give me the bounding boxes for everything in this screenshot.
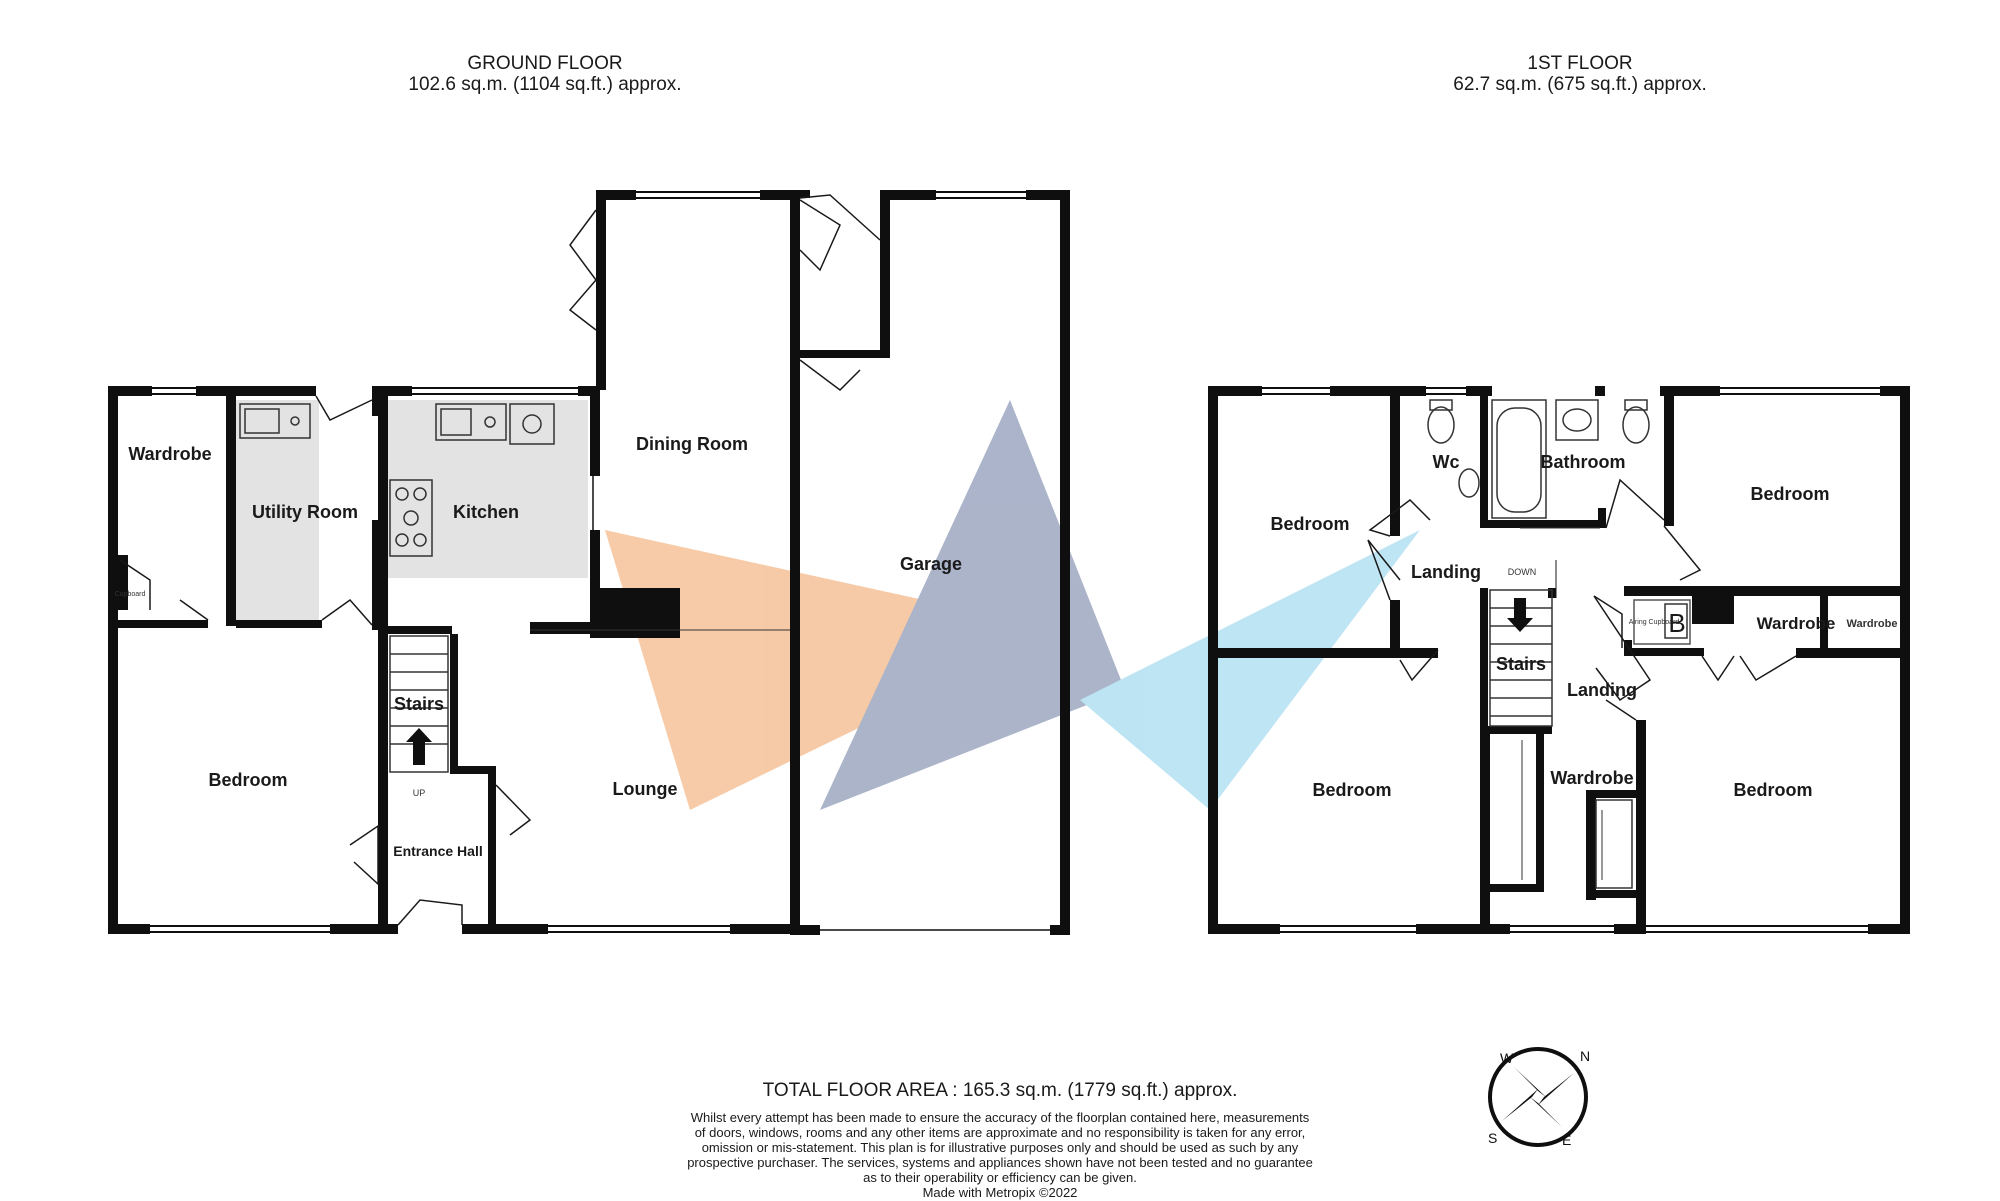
hob-icon — [389, 479, 433, 557]
ground-floor-header: GROUND FLOOR 102.6 sq.m. (1104 sq.ft.) a… — [345, 53, 745, 95]
total-floor-area: TOTAL FLOOR AREA : 165.3 sq.m. (1779 sq.… — [762, 1080, 1238, 1101]
wardrobe-label: Wardrobe — [128, 444, 211, 464]
ground-floor-doors — [119, 194, 881, 926]
wardrobe-mid-label: Wardrobe — [1757, 614, 1836, 633]
utility-sink-icon — [239, 403, 311, 439]
bedroom-bottom-right-label: Bedroom — [1733, 780, 1812, 800]
boiler-icon — [1664, 603, 1688, 639]
footer: TOTAL FLOOR AREA : 165.3 sq.m. (1779 sq.… — [640, 1080, 1360, 1200]
bathroom-toilet-icon — [1622, 406, 1650, 444]
disclaimer-line: prospective purchaser. The services, sys… — [687, 1155, 1313, 1170]
landing-top-label: Landing — [1411, 562, 1481, 582]
wc-toilet-icon — [1427, 406, 1455, 444]
disclaimer: Whilst every attempt has been made to en… — [640, 1110, 1360, 1200]
bedroom-top-left-label: Bedroom — [1270, 514, 1349, 534]
airing-cupboard-label: Airing Cupboard — [1629, 619, 1680, 626]
bedroom-top-right-label: Bedroom — [1750, 484, 1829, 504]
down-label: DOWN — [1508, 567, 1537, 577]
compass-w: W — [1500, 1050, 1514, 1066]
first-floor-windows — [1262, 387, 1900, 933]
ground-floor-title: GROUND FLOOR — [467, 53, 623, 74]
ground-floor-area: 102.6 sq.m. (1104 sq.ft.) approx. — [408, 74, 682, 95]
boiler-label: B — [1668, 608, 1685, 638]
first-floor-walls — [1208, 386, 1910, 934]
compass-s: S — [1488, 1130, 1497, 1146]
ground-floor-fixtures — [239, 403, 790, 773]
first-floor-doors — [1367, 478, 1797, 721]
up-label: UP — [413, 788, 426, 798]
kitchen-sink-icon — [435, 403, 507, 441]
first-floor-labels: Bedroom Wc Bathroom Bedroom Landing DOWN… — [1270, 452, 1897, 800]
first-floor-area: 62.7 sq.m. (675 sq.ft.) approx. — [1453, 74, 1707, 95]
washing-machine-icon — [509, 403, 555, 445]
disclaimer-line: as to their operability or efficiency ca… — [863, 1170, 1137, 1185]
bathroom-basin-icon — [1555, 399, 1599, 441]
stairs-label: Stairs — [394, 694, 444, 714]
wc-label: Wc — [1433, 452, 1460, 472]
disclaimer-line: Made with Metropix ©2022 — [922, 1185, 1078, 1200]
cupboard-label: Cupboard — [115, 591, 146, 598]
bath-icon — [1491, 399, 1547, 519]
dining-room-label: Dining Room — [636, 434, 748, 454]
disclaimer-line: Whilst every attempt has been made to en… — [690, 1110, 1310, 1125]
bathroom-label: Bathroom — [1541, 452, 1626, 472]
kitchen-label: Kitchen — [453, 502, 519, 522]
landing-mid-label: Landing — [1567, 680, 1637, 700]
stairs-up-arrow-icon — [406, 728, 432, 765]
compass-icon: N E S W — [1488, 1047, 1590, 1148]
lounge-label: Lounge — [613, 779, 678, 799]
garage-label: Garage — [900, 554, 962, 574]
entrance-hall-label: Entrance Hall — [393, 843, 482, 859]
wardrobe-small-label: Wardrobe — [1847, 618, 1898, 630]
ground-floor-windows — [150, 191, 1060, 933]
disclaimer-line: of doors, windows, rooms and any other i… — [694, 1125, 1306, 1140]
watermark-logo — [605, 400, 1420, 810]
ground-bedroom-label: Bedroom — [208, 770, 287, 790]
disclaimer-line: omission or mis-statement. This plan is … — [701, 1140, 1299, 1155]
wc-basin-icon — [1458, 468, 1480, 498]
compass-n: N — [1580, 1048, 1590, 1064]
first-floor-header: 1ST FLOOR 62.7 sq.m. (675 sq.ft.) approx… — [1380, 53, 1780, 95]
stairs-down-arrow-icon — [1507, 598, 1533, 632]
fitted-areas — [233, 400, 588, 620]
ground-floor-labels: Wardrobe Utility Room Kitchen Dining Roo… — [115, 434, 962, 859]
bedroom-bottom-left-label: Bedroom — [1312, 780, 1391, 800]
utility-room-label: Utility Room — [252, 502, 358, 522]
first-floor-title: 1ST FLOOR — [1527, 53, 1633, 74]
wardrobe-low-label: Wardrobe — [1550, 768, 1633, 788]
first-stairs-label: Stairs — [1496, 654, 1546, 674]
first-floor-fixtures — [1427, 399, 1691, 889]
compass-e: E — [1562, 1132, 1571, 1148]
